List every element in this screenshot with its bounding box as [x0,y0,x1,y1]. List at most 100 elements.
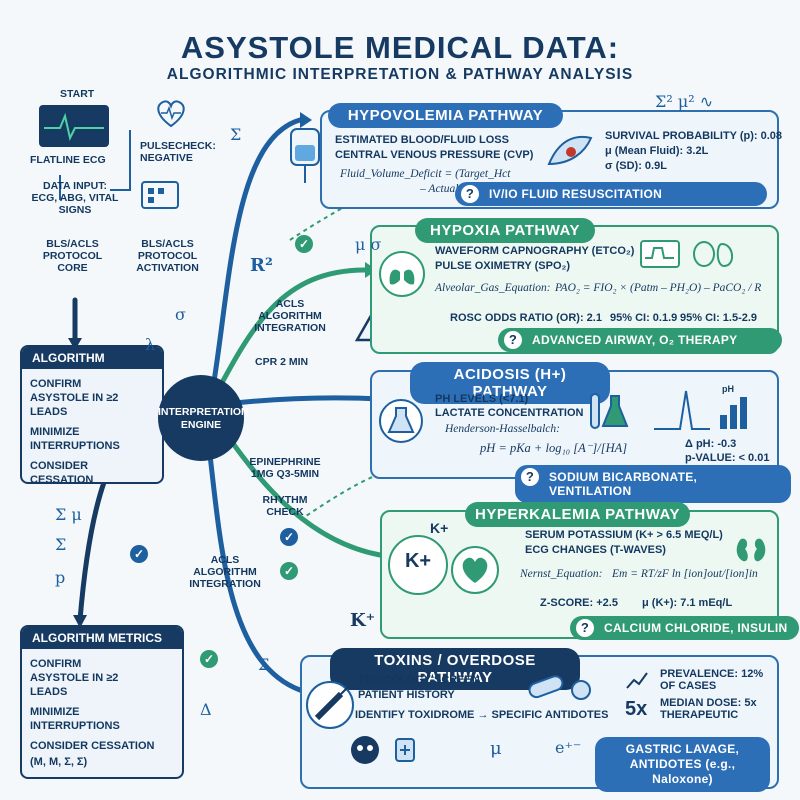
ph-axis-label: pH [722,384,734,394]
toxins-item: TOXICOLOGY SCREEN [358,674,480,686]
pills-icon [528,675,591,700]
alveolar-equation-label: Alveolar_Gas_Equation: [435,282,551,294]
check-icon: ✓ [295,235,313,253]
delta-symbol: Δ [200,700,212,719]
mu-symbol: μ σ [355,235,382,254]
algorithm-item: CONSIDER CESSATION [30,460,94,486]
hypovolemia-footer-text: IV/IO FLUID RESUSCITATION [489,187,663,201]
alveolar-equation: PAO₂ = FIO₂ × (Patm – PH₂O) – PaCO₂ / R [555,282,762,294]
rosc-odds-ratio: ROSC ODDS RATIO (OR): 2.1 [450,312,602,324]
r-squared-label: R² [250,255,273,276]
sigma-symbol: Σ [258,655,270,674]
flask-icon [379,399,423,443]
rho-symbol: p [55,568,66,587]
algorithm-metrics-box: ALGORITHM METRICS CONFIRM ASYSTOLE IN ≥2… [20,625,184,779]
pulsecheck-label: PULSECHECK: NEGATIVE [140,140,216,164]
survival-probability: SURVIVAL PROBABILITY (p): 0.08 [605,130,783,142]
hyperkalemia-header: HYPERKALEMIA PATHWAY [465,502,690,527]
sigma-symbol: Σ [230,125,242,144]
metrics-item: CONFIRM ASYSTOLE IN ≥2 LEADS [30,658,119,698]
mean-potassium: μ (K+): 7.1 mEq/L [642,597,733,609]
hypoxia-header: HYPOXIA PATHWAY [415,218,595,243]
toxins-item: PATIENT HISTORY [358,689,455,701]
check-icon: ✓ [280,562,298,580]
algorithm-item: MINIMIZE INTERRUPTIONS [30,426,120,452]
skull-icon [351,736,379,764]
potassium-badge: K+ [430,520,449,536]
acidosis-header: ACIDOSIS (H+) PATHWAY [410,362,610,404]
lab-panel-icon [141,181,179,209]
acidosis-item: LACTATE CONCENTRATION [435,407,584,419]
toxins-footer: GASTRIC LAVAGE, ANTIDOTES (e.g., Naloxon… [595,737,770,792]
toxidrome-label: IDENTIFY TOXIDROME → SPECIFIC ANTIDOTES [355,709,609,721]
metrics-item: CONSIDER CESSATION [30,740,155,752]
metrics-note: (m, μ, σ, σ) [30,756,88,768]
protocol-activation-label: BLS/ACLS PROTOCOL ACTIVATION [136,238,199,274]
syringe-icon [306,681,354,729]
protocol-core-label: BLS/ACLS PROTOCOL CORE [42,238,103,274]
start-label: START [60,88,95,100]
data-input-label: DATA INPUT: ECG, ABG, VITAL SIGNS [31,180,119,216]
hypoxia-item: WAVEFORM CAPNOGRAPHY (ETCO₂) [435,245,635,257]
hyperkalemia-footer-text: CALCIUM CHLORIDE, INSULIN [604,621,788,635]
question-icon: ? [504,331,522,349]
hyperkalemia-item: SERUM POTASSIUM (K+ > 6.5 mEq/L) [525,529,723,541]
henderson-hasselbalch-equation: pH = pKa + log₁₀ [A⁻]/[HA] [480,441,628,455]
confidence-interval-2: 95% CI: 1.5-2.9 [680,312,758,324]
henderson-hasselbalch-label: Henderson-Hasselbalch: [445,423,560,435]
toxins-footer-text: GASTRIC LAVAGE, ANTIDOTES (e.g., Naloxon… [625,742,740,786]
median-dose: MEDIAN DOSE: 5x THERAPEUTIC [660,697,757,721]
medicine-icon [395,738,415,762]
page-title: ASYSTOLE MEDICAL DATA: [180,30,620,65]
confidence-interval-1: 95% CI: 0.1.9 [610,312,678,324]
sigma-symbol: Σ μ [55,505,82,524]
acls-integration-label-2: ACLS ALGORITHM INTEGRATION [189,554,261,590]
interpretation-engine: INTERPRETATION ENGINE [158,375,249,461]
ph-chart-icon [654,390,747,430]
heart-pulse-icon [157,100,185,128]
hypoxia-footer: ? ADVANCED AIRWAY, O₂ THERAPY [498,328,782,352]
electron-symbol: e⁺⁻ [555,738,582,757]
acidosis-footer: ? SODIUM BICARBONATE, VENTILATION [515,465,791,503]
hypovolemia-footer: ? IV/IO FLUID RESUSCITATION [455,182,767,206]
toxins-header: TOXINS / OVERDOSE PATHWAY [330,648,580,690]
metrics-item: MINIMIZE INTERRUPTIONS [30,706,120,732]
hyperkalemia-item: ECG CHANGES (T-waves) [525,544,666,556]
hypoxia-item: PULSE OXIMETRY (SpO₂) [435,260,571,272]
sigma-symbol: σ [175,305,186,324]
hypoxia-footer-text: ADVANCED AIRWAY, O₂ THERAPY [532,333,738,347]
question-icon: ? [461,185,479,203]
heart-icon [451,546,499,594]
mu-symbol: μ [490,738,502,759]
page-subtitle: ALGORITHMIC INTERPRETATION & PATHWAY ANA… [166,66,634,83]
question-icon: ? [521,468,539,486]
z-score: Z-SCORE: +2.5 [540,597,618,609]
algorithm-header: ALGORITHM [22,347,162,369]
nernst-equation: Em = RT/zF ln [ion]out/[ion]in [612,568,758,580]
capnography-monitor-icon [640,240,680,268]
hypovolemia-item: ESTIMATED BLOOD/FLUID LOSS [335,134,509,146]
ecg-monitor-icon [39,105,109,147]
flatline-ecg-label: FLATLINE ECG [30,154,106,166]
acls-integration-label: ACLS ALGORITHM INTEGRATION [254,298,326,334]
sigma-symbol: Σ [55,535,67,554]
check-icon: ✓ [130,545,148,563]
sd-fluid: σ (SD): 0.9L [605,160,667,172]
potassium-icon [388,535,448,595]
lungs-icon [379,251,425,297]
cpr-label: CPR 2 MIN [255,356,309,368]
p-value: p-VALUE: < 0.01 [685,452,770,464]
engine-label: INTERPRETATION ENGINE [158,406,249,431]
kidney-icon [736,538,766,562]
algorithm-metrics-header: ALGORITHM METRICS [22,627,182,649]
epinephrine-label: EPINEPHRINE 1mg q3-5min [249,456,321,480]
blood-loss-icon [547,135,593,166]
five-x-label: 5x [625,698,648,720]
acidosis-item: pH LEVELS (<7.1) [435,393,529,405]
hyperkalemia-footer: ? CALCIUM CHLORIDE, INSULIN [570,616,799,640]
check-icon: ✓ [200,650,218,668]
algorithm-item: CONFIRM ASYSTOLE IN ≥2 LEADS [30,378,119,418]
sigma-symbol: Σ² μ² ∿ [655,92,714,111]
acidosis-footer-text: SODIUM BICARBONATE, VENTILATION [549,470,698,498]
hypovolemia-equation: Fluid_Volume_Deficit = (Target_Hct [340,168,511,180]
